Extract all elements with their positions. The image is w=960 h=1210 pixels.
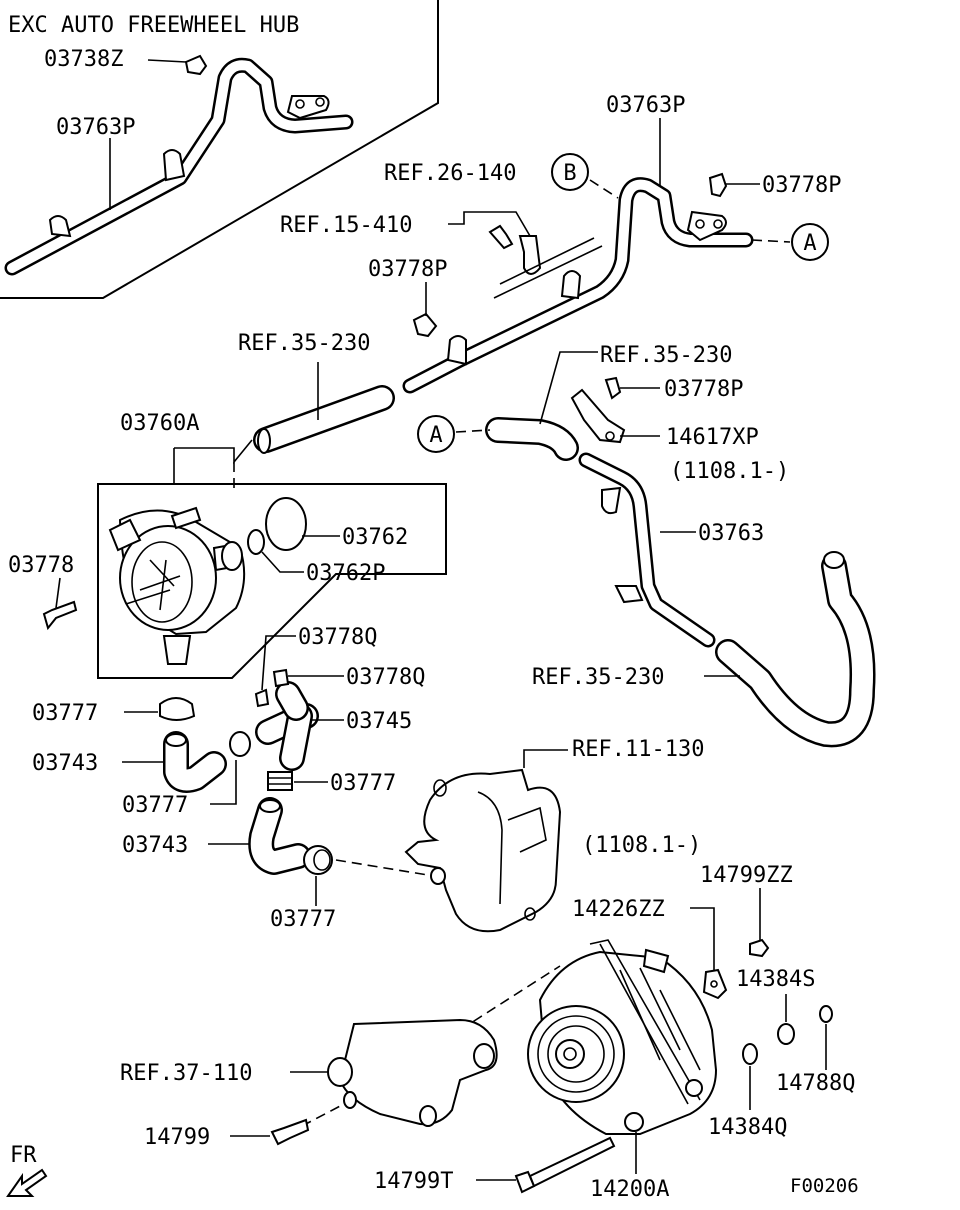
cap-icon [184, 54, 208, 76]
inset-bracket-2 [162, 149, 186, 182]
bolt-14799 [230, 1118, 310, 1146]
ref-bracket [518, 235, 542, 275]
marker-A-text: A [803, 231, 816, 256]
label-14384Q: 14384Q [708, 1115, 787, 1140]
bolt-icon [42, 600, 78, 631]
front-label: FR [10, 1143, 37, 1168]
label-03762P: 03762P [306, 561, 385, 586]
label-03778P-top: 03778P [762, 173, 841, 198]
label-03778Q-b: 03778Q [346, 665, 425, 690]
inset-border [0, 0, 439, 299]
label-ref35-230-lower: REF.35-230 [532, 665, 664, 690]
label-03743-a: 03743 [32, 751, 98, 776]
marker-B-text: B [563, 161, 576, 186]
clamp-icon [159, 697, 196, 721]
bolt-icon [604, 376, 622, 400]
label-03760A: 03760A [120, 411, 199, 436]
label-03763P: 03763P [606, 93, 685, 118]
inset-flange [286, 95, 330, 120]
label-03777-a: 03777 [32, 701, 98, 726]
vacuum-pump-panel [42, 439, 447, 679]
marker-B: B [551, 153, 589, 191]
nut-14788Q [819, 1005, 833, 1023]
label-03778: 03778 [8, 553, 74, 578]
pump-box [97, 483, 447, 679]
label-03743-b: 03743 [122, 833, 188, 858]
engine-head [404, 749, 568, 933]
label-03777-c: 03777 [122, 793, 188, 818]
label-ref37-110: REF.37-110 [120, 1061, 252, 1086]
inset-bracket-1 [48, 215, 72, 238]
label-14799: 14799 [144, 1125, 210, 1150]
front-arrow-icon [6, 1168, 48, 1197]
label-03763: 03763 [698, 521, 764, 546]
label-03745: 03745 [346, 709, 412, 734]
pipe-flange [686, 210, 727, 242]
nut-icon [749, 938, 770, 958]
inset-panel [0, 0, 439, 299]
label-ref11-130: REF.11-130 [572, 737, 704, 762]
vacuum-pipe-assembly [402, 118, 791, 394]
label-ref35-230-right: REF.35-230 [600, 343, 732, 368]
o-ring-03762P [247, 529, 265, 555]
bolt-icon [528, 1136, 616, 1188]
alternator [459, 939, 718, 1174]
label-date-a: (1108.1-) [670, 459, 789, 484]
label-03778P-mid: 03778P [368, 257, 447, 282]
clamp-bracket [570, 388, 626, 444]
pipe-bracket-2 [560, 270, 582, 300]
bolt-icon [272, 668, 290, 688]
lower-left-hoses [122, 635, 435, 906]
nut-14799ZZ [749, 888, 770, 958]
label-ref15-410: REF.15-410 [280, 213, 412, 238]
hose-segment-top [253, 362, 395, 454]
label-03777-d: 03777 [270, 907, 336, 932]
inset-title: EXC AUTO FREEWHEEL HUB [8, 13, 299, 38]
figure-code: F00206 [790, 1175, 859, 1197]
bolt-icon [708, 172, 728, 198]
label-03778P-right: 03778P [664, 377, 743, 402]
label-14788Q: 14788Q [776, 1071, 855, 1096]
bracket-14226ZZ [690, 907, 728, 1000]
label-03762: 03762 [342, 525, 408, 550]
washer-14384S [777, 1023, 795, 1045]
marker-A-top: A [791, 223, 829, 261]
clamp-icon [267, 771, 293, 791]
pipe-bracket-1 [446, 335, 467, 366]
label-14384S: 14384S [736, 967, 815, 992]
bracket-body [338, 1018, 498, 1126]
washers [742, 994, 833, 1110]
label-ref35-230-top: REF.35-230 [238, 331, 370, 356]
bolt-14799T [476, 1136, 616, 1194]
label-03763P-inset: 03763P [56, 115, 135, 140]
part-labels: EXC AUTO FREEWHEEL HUB 03738Z 03763P 037… [8, 13, 859, 1202]
bolt-icon [488, 224, 514, 250]
right-hose-assembly [455, 351, 876, 748]
o-ring-03762 [265, 497, 307, 551]
bolt-icon [412, 312, 438, 338]
label-14617XP: 14617XP [666, 425, 759, 450]
marker-A-text: A [429, 423, 442, 448]
label-03738Z: 03738Z [44, 47, 123, 72]
washer-14384Q [742, 1043, 758, 1065]
bolt-icon [254, 688, 270, 708]
label-ref26-140: REF.26-140 [384, 161, 516, 186]
clamp-icon [303, 845, 333, 875]
clamp-icon [229, 731, 251, 757]
label-date-b: (1108.1-) [582, 833, 701, 858]
label-14200A: 14200A [590, 1177, 669, 1202]
label-14799T: 14799T [374, 1169, 453, 1194]
cylinder-head [404, 768, 562, 933]
bolt-icon [270, 1118, 310, 1146]
label-14226ZZ: 14226ZZ [572, 897, 665, 922]
label-03778Q-a: 03778Q [298, 625, 377, 650]
label-14799ZZ: 14799ZZ [700, 863, 793, 888]
label-03777-b: 03777 [330, 771, 396, 796]
alternator-bracket [290, 1018, 498, 1127]
pump-outlet [162, 635, 192, 665]
marker-A-mid: A [417, 415, 455, 453]
